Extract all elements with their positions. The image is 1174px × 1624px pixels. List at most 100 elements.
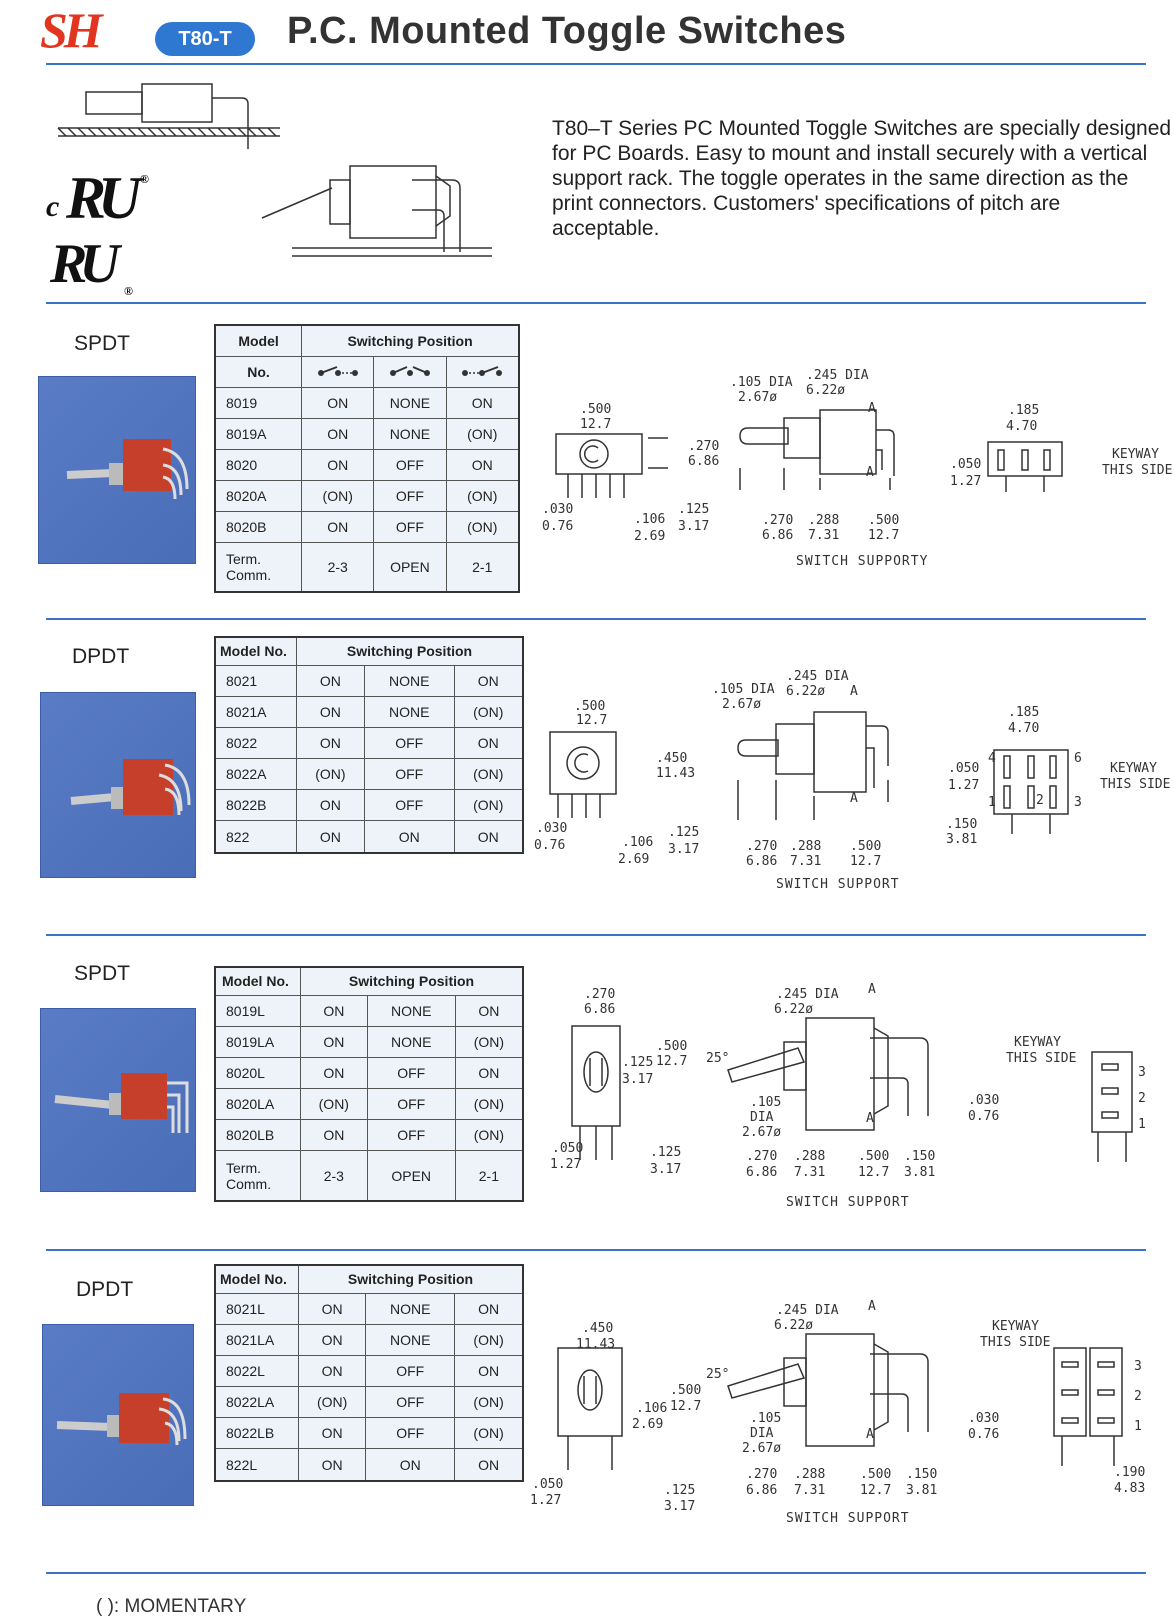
section-type-label: SPDT	[74, 332, 131, 355]
table-cell: (ON)	[454, 1417, 524, 1450]
pin-layout-drawing	[987, 441, 1063, 492]
table-cell: OFF	[363, 758, 455, 791]
dimension-label: 6.22ø	[786, 684, 826, 699]
table-cell: OFF	[366, 1119, 456, 1152]
front-view-drawing	[555, 433, 668, 498]
divider	[46, 1249, 1146, 1251]
brand-logo: SH	[40, 2, 103, 58]
dimension-label: 6.22ø	[774, 1318, 814, 1333]
cul-c-mark: c	[46, 190, 60, 223]
dimension-label: 1.27	[950, 474, 982, 489]
table-cell: OFF	[365, 1417, 456, 1450]
table-cell: ON	[453, 664, 524, 697]
table-cell: (ON)	[301, 479, 375, 512]
divider	[46, 63, 1146, 65]
front-view-drawing	[549, 731, 617, 818]
table-cell: ON	[301, 448, 375, 481]
table-cell: (ON)	[453, 758, 524, 791]
dimension-label: 1	[1138, 1117, 1146, 1132]
dimension-label: .500	[850, 839, 882, 854]
switch-position-right-icon	[445, 355, 520, 388]
dimension-label: 2.67ø	[742, 1125, 782, 1140]
dimension-label: .270	[762, 513, 794, 528]
table-cell: NONE	[363, 664, 455, 697]
dimension-label: 6.86	[746, 1165, 778, 1180]
dimension-label: A	[866, 465, 874, 480]
dimension-label: .106	[622, 835, 654, 850]
dimension-label: 3	[1134, 1359, 1142, 1374]
registered-mark: ®	[140, 172, 149, 186]
divider	[46, 618, 1146, 620]
dimension-label: A	[868, 401, 876, 416]
pin-layout-drawing	[993, 749, 1069, 834]
table-cell: 8022L	[214, 1354, 299, 1388]
table-cell: ON	[301, 386, 375, 419]
dimension-label: .245 DIA	[776, 1303, 839, 1318]
switch-position-center-icon	[373, 355, 447, 388]
front-view-drawing	[571, 1025, 621, 1160]
table-cell: ON	[300, 1119, 368, 1152]
table-cell: 8021	[214, 664, 297, 697]
dimension-label: 0.76	[968, 1427, 1000, 1442]
table-cell: NONE	[366, 994, 456, 1027]
table-cell: (ON)	[454, 1119, 524, 1152]
table-cell: ON	[296, 695, 365, 728]
table-cell: 8021L	[214, 1292, 299, 1325]
pin-layout-drawing	[1053, 1347, 1123, 1466]
table-cell: (ON)	[296, 758, 365, 791]
dimension-label: .190	[1114, 1465, 1146, 1480]
dimension-label: 2	[1036, 793, 1044, 808]
dimension-label: KEYWAY	[1014, 1035, 1061, 1050]
ul-logo: RU	[50, 233, 120, 295]
dimension-label: 12.7	[860, 1483, 892, 1498]
table-cell: OPEN	[373, 541, 447, 593]
dimension-label: 3.81	[904, 1165, 936, 1180]
table-cell: 8020LB	[214, 1119, 301, 1152]
table-cell: OFF	[363, 789, 455, 822]
dimension-label: .500	[580, 402, 612, 417]
dimension-label: .125	[664, 1483, 696, 1498]
dimension-label: .150	[904, 1149, 936, 1164]
dimension-label: .185	[1008, 705, 1040, 720]
dimension-label: 0.76	[968, 1109, 1000, 1124]
dimension-label: A	[850, 791, 858, 806]
dimension-label: 3	[1074, 795, 1082, 810]
dimension-label: .050	[532, 1477, 564, 1492]
table-cell: OFF	[365, 1354, 456, 1388]
dimension-label: 3.17	[650, 1162, 682, 1177]
col-header-model: Model No.	[214, 636, 297, 666]
table-cell: (ON)	[454, 1323, 524, 1356]
dimension-label: 25°	[706, 1051, 730, 1066]
dimension-label: .125	[668, 825, 700, 840]
dimension-label: .245 DIA	[776, 987, 839, 1002]
dimension-label: 12.7	[850, 854, 882, 869]
dimension-label: .288	[808, 513, 840, 528]
cul-logo: RU	[66, 165, 141, 231]
dimension-label: 1	[1134, 1419, 1142, 1434]
dimension-label: 12.7	[670, 1399, 702, 1414]
dimension-label: 11.43	[576, 1337, 616, 1352]
side-view-drawing	[727, 1333, 929, 1447]
section-type-label: DPDT	[72, 645, 130, 668]
page-title: P.C. Mounted Toggle Switches	[287, 10, 847, 52]
section-type-label: DPDT	[76, 1278, 134, 1301]
dimension-label: 0.76	[542, 519, 574, 534]
dimension-label: 11.43	[656, 766, 696, 781]
dimension-label: .500	[860, 1467, 892, 1482]
dimension-label: 6.86	[746, 854, 778, 869]
dimension-label: .105 DIA	[730, 375, 793, 390]
table-cell: 822L	[214, 1448, 299, 1482]
dimension-label: A	[868, 1299, 876, 1314]
dimension-label: THIS SIDE	[1102, 463, 1173, 478]
table-cell: (ON)	[297, 1386, 367, 1419]
col-header-model: Model No.	[214, 966, 301, 996]
dimension-label: .125	[678, 502, 710, 517]
product-photo	[42, 1324, 194, 1506]
table-cell: NONE	[366, 1025, 456, 1058]
dimension-label: .105	[750, 1411, 782, 1426]
table-cell: (ON)	[445, 417, 520, 450]
side-view-drawing	[739, 409, 895, 490]
